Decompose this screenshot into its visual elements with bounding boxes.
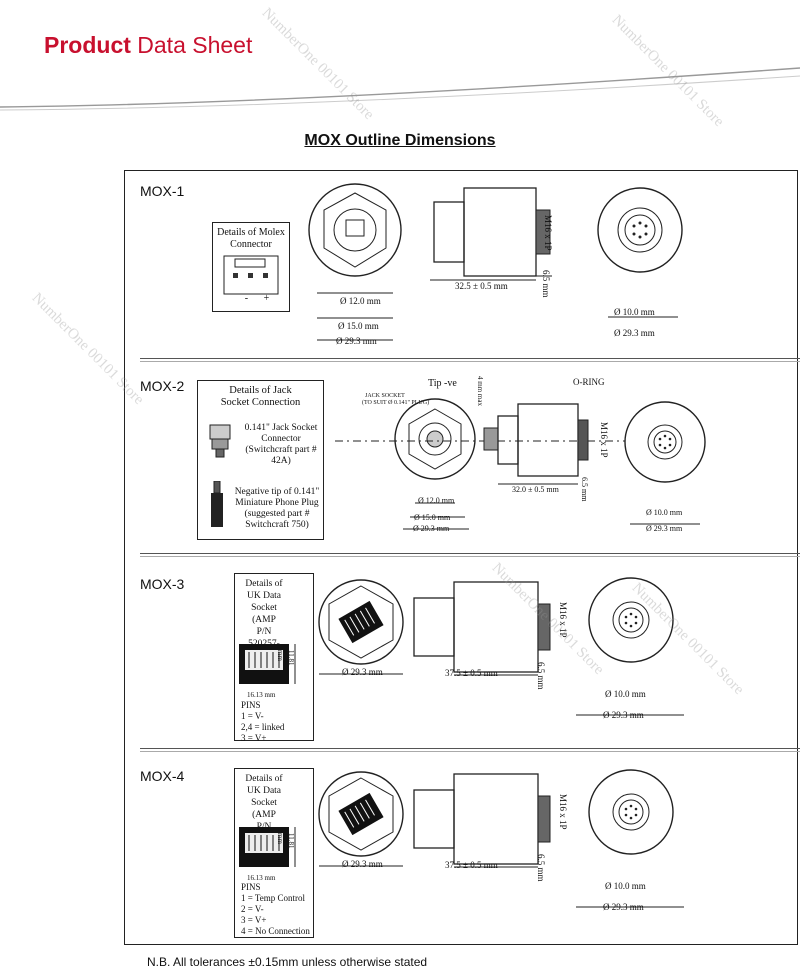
mox1-rear-view [597,187,683,318]
pin-line: 1 = V- [241,711,264,721]
pin-mark: + [263,293,270,304]
plug-text: Negative tip of 0.141" Miniature Phone P… [234,487,320,530]
dim-label: Ø 29.3 mm [603,902,644,912]
tolerance-note: N.B. All tolerances ±0.15mm unless other… [147,955,428,969]
detail-title: Details of Jack Socket Connection [220,385,301,408]
mox3-side-view [413,581,551,676]
model-label: MOX-2 [140,378,185,394]
molex-detail-box: Details of Molex Connector - + [212,222,290,312]
thread-label: M16 x 1P [558,794,568,830]
pin-line: 4 = No Connection [241,926,310,936]
section-divider [140,358,800,362]
dim-label: Ø 29.3 mm [342,667,383,677]
dim-label: Ø 29.3 mm [646,524,683,533]
rj-socket-icon [239,827,296,867]
socket-height: 11.81 mm [276,650,295,666]
depth-label: 6.5 mm [541,270,551,298]
thread-label: M16 x 1P [543,215,553,251]
pin-line: 3 = V+ [241,733,267,743]
dim-label: Ø 15.0 mm [414,513,451,522]
drawing-frame [124,170,798,945]
uk-socket-detail-box: Details of UK Data Socket (AMP P/N 52025… [234,573,314,743]
jack-sub: (TO SUIT Ø 0.141" PLUG) [362,400,430,406]
brand-bold: Product [44,32,131,58]
dim-label: 37.5 ± 0.5 mm [445,860,498,870]
pins-title: PINS [241,700,261,710]
section-divider [140,553,800,557]
jack-socket-icon [209,424,231,458]
socket-height: 11.81 mm [276,833,295,849]
dim-label: Ø 29.3 mm [603,710,644,720]
uk-socket-detail-box: Details of UK Data Socket (AMP P/N 52025… [234,768,314,938]
mox2-side-view [483,403,589,485]
centerline [335,440,625,442]
document-header: Product Data Sheet [44,32,252,59]
socket-width: 16.13 mm [247,691,276,699]
dim-label: Ø 10.0 mm [614,307,655,317]
dim-label: 32.5 ± 0.5 mm [455,281,508,291]
dim-label: Ø 15.0 mm [338,321,379,331]
depth-label: 6.5 mm [536,854,546,882]
pin-mark: - [244,293,249,304]
molex-connector-icon [223,255,279,295]
pins-title: PINS [241,882,261,892]
depth-label: 6.5 mm [536,662,546,690]
dim-label: Ø 10.0 mm [646,508,683,517]
pin-line: 2,4 = linked [241,722,285,732]
pin-line: 3 = V+ [241,915,267,925]
model-label: MOX-3 [140,576,185,592]
mox4-rear-view [576,769,684,908]
mox4-side-view [413,773,551,868]
socket-width: 16.13 mm [247,874,276,882]
thread-label: M16 x 1P [599,422,609,458]
dim-label: Ø 29.3 mm [336,336,377,346]
page-title: MOX Outline Dimensions [304,132,496,149]
header-swoosh [0,67,800,111]
dim-label: Ø 10.0 mm [605,689,646,699]
jack-text: 0.141" Jack Socket Connector (Switchcraf… [244,423,318,466]
pin-line: 1 = Temp Control [241,893,306,903]
rj-socket-icon [239,644,296,684]
section-divider [140,748,800,752]
brand-rest: Data Sheet [137,32,253,58]
tip-label: Tip -ve [428,378,457,389]
dim-label: Ø 12.0 mm [340,296,381,306]
dim-label: Ø 29.3 mm [413,524,450,533]
mox1-side-view [430,187,552,281]
pin-line: 2 = V- [241,904,264,914]
dim-label: Ø 29.3 mm [614,328,655,338]
detail-title: Details of Molex Connector [217,227,285,250]
mox4-front-view [318,771,404,867]
depth-label: 6.5 mm [580,477,589,502]
mox1-front-view [308,183,402,341]
jack-label: JACK SOCKET [365,393,405,399]
mox3-front-view [318,579,404,675]
oring-label: O-RING [573,377,605,387]
dim-label: 32.0 ± 0.5 mm [512,485,559,494]
model-label: MOX-1 [140,183,185,199]
mox2-rear-view [624,401,706,525]
model-label: MOX-4 [140,768,185,784]
dim-label: Ø 29.3 mm [342,859,383,869]
dim-label: 37.5 ± 0.5 mm [445,668,498,678]
jack-detail-box: Details of Jack Socket Connection 0.141"… [197,380,324,540]
mox3-rear-view [576,577,684,716]
dim-label: Ø 10.0 mm [605,881,646,891]
mox2-front-view [394,398,476,530]
dim-label: Ø 12.0 mm [418,496,455,505]
phone-plug-icon [211,481,223,527]
